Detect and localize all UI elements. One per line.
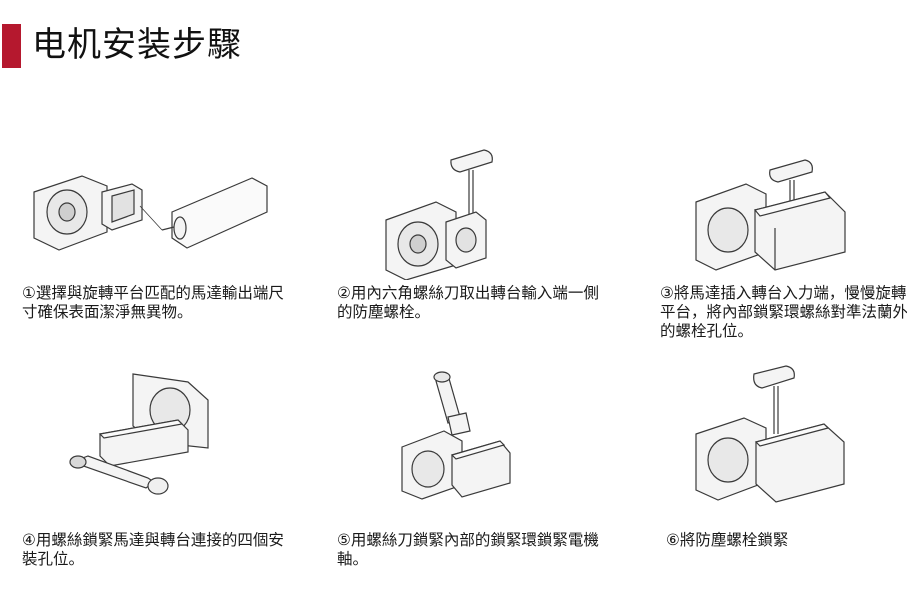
motor-and-platform-separated-icon (33, 175, 268, 251)
step-4-caption: ④用螺絲鎖緊馬達與轉台連接的四個安裝孔位。 (22, 531, 284, 568)
wrench-tighten-mount-icon (69, 373, 209, 495)
title-accent-bar (2, 24, 21, 68)
motor-insert-align-icon (695, 159, 846, 271)
step-5-caption: ⑤用螺絲刀鎖緊內部的鎖緊環鎖緊電機軸。 (337, 531, 599, 568)
step-2-caption: ②用內六角螺絲刀取出轉台輸入端一側的防塵螺栓。 (337, 284, 599, 321)
hex-key-remove-bolt-icon (385, 149, 493, 280)
step-1-caption: ①選擇與旋轉平台匹配的馬達輸出端尺寸確保表面潔淨無異物。 (22, 284, 284, 321)
screwdriver-lock-ring-icon (401, 371, 511, 500)
page-title: 电机安装步驟 (32, 25, 242, 65)
step-4-illustration (58, 370, 328, 500)
step-3-caption: ③將馬達插入轉台入力端，慢慢旋轉平台，將內部鎖緊環螺絲對準法蘭外的螺栓孔位。 (660, 284, 907, 340)
hex-key-fasten-bolt-icon (695, 365, 845, 503)
step-5-illustration (388, 365, 658, 505)
step-2-illustration (336, 140, 606, 280)
step-1-illustration (22, 172, 292, 252)
step-6-illustration (684, 362, 907, 507)
step-3-illustration (660, 152, 907, 277)
step-6-caption: ⑥將防塵螺栓鎖緊 (666, 531, 789, 549)
